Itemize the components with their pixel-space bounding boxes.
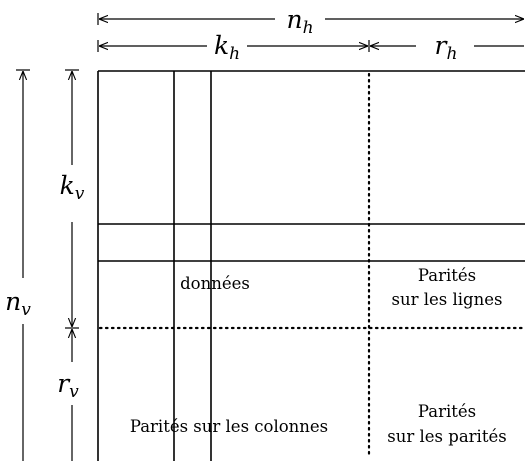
- dimension-nv: nv: [5, 69, 31, 461]
- rh-label: rh: [435, 31, 458, 64]
- row-parity-label-line1: Parités: [418, 266, 476, 285]
- nv-label: nv: [5, 287, 31, 320]
- matrix-outline: [97, 70, 525, 461]
- kv-label: kv: [60, 171, 85, 204]
- dimension-kv: kv: [60, 69, 85, 327]
- nh-label: nh: [286, 5, 313, 38]
- parity-of-parity-label-line2: sur les parités: [387, 427, 506, 446]
- data-region-label: données: [180, 274, 250, 293]
- dimension-nh: nh: [97, 5, 524, 38]
- parity-of-parity-label-line1: Parités: [418, 402, 476, 421]
- dimension-rh: rh: [368, 31, 524, 64]
- row-parity-label-line2: sur les lignes: [392, 290, 503, 309]
- dimension-rv: rv: [57, 327, 79, 461]
- rv-label: rv: [57, 369, 79, 402]
- highlighted-row: [98, 223, 525, 262]
- column-parity-label: Parités sur les colonnes: [130, 417, 328, 436]
- kh-label: kh: [214, 31, 240, 64]
- highlighted-column: [173, 71, 212, 461]
- dimension-kh: kh: [97, 31, 368, 64]
